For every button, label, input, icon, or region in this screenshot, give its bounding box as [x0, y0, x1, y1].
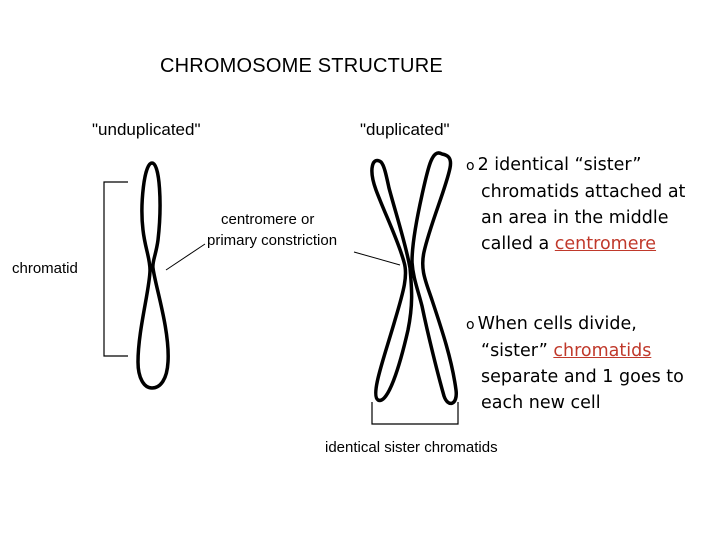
unduplicated-label: "unduplicated"	[92, 120, 201, 139]
chromatids-term: chromatids	[553, 341, 652, 361]
bullet-line: “sister” chromatids	[466, 338, 684, 364]
chromatid-label: chromatid	[12, 260, 78, 277]
page-title: CHROMOSOME STRUCTURE	[160, 55, 443, 77]
centromere-pointer-right	[353, 251, 401, 266]
sister-chromatids-bracket	[371, 402, 459, 425]
centromere-label-line1: centromere or	[221, 211, 315, 228]
bullet-marker: o	[466, 317, 475, 333]
left-sister-chromatid	[370, 158, 414, 402]
bullet-text: an area in the middle	[481, 208, 669, 228]
identical-sister-chromatids-label: identical sister chromatids	[325, 439, 498, 456]
unduplicated-chromosome	[136, 161, 170, 390]
bullet-text: “sister”	[481, 341, 554, 361]
centromere-pointer-left	[165, 243, 206, 271]
duplicated-label: "duplicated"	[360, 120, 450, 139]
centromere-label-line2: primary constriction	[207, 232, 338, 249]
bullet-text: separate and 1 goes to	[481, 367, 684, 387]
centromere-term: centromere	[554, 234, 657, 254]
bullet-text: When cells divide,	[477, 314, 637, 334]
chromatid-bracket	[103, 181, 128, 357]
bullet-marker: o	[466, 158, 475, 174]
bullet-text: chromatids attached at	[481, 182, 686, 202]
bullet-text: 2 identical “sister”	[477, 155, 642, 175]
bullet-text: called a	[481, 234, 555, 254]
right-sister-chromatid	[410, 151, 458, 406]
bullet-text: each new cell	[481, 393, 601, 413]
bullet-line: called a centromere	[466, 231, 685, 257]
